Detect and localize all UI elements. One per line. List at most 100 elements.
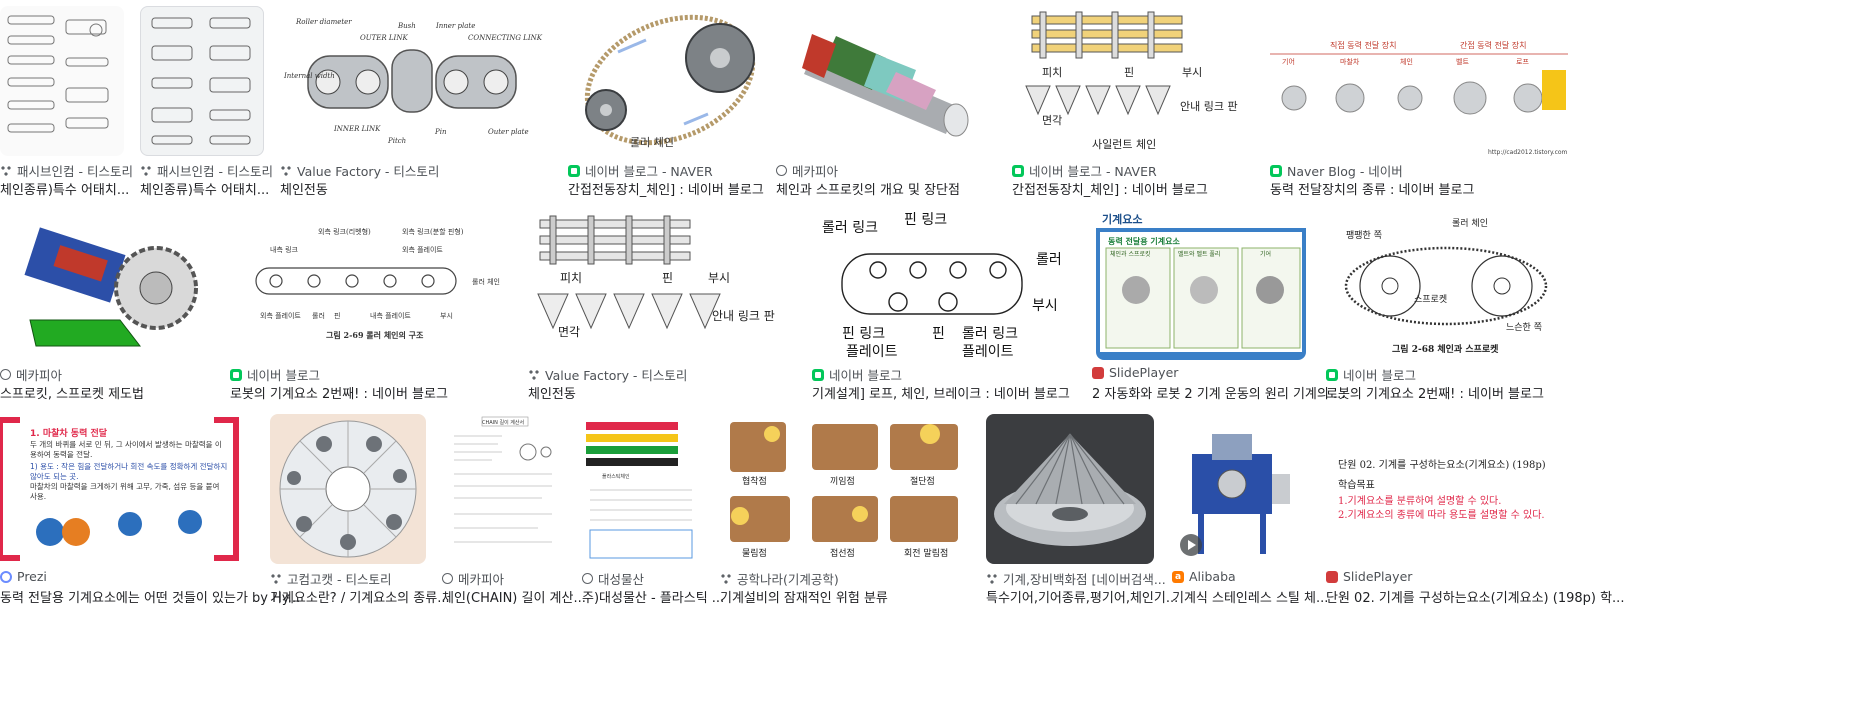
- result-card[interactable]: Roller diameter Bush Inner plate OUTER L…: [280, 6, 552, 198]
- result-card-selected[interactable]: 패시브인컴 - 티스토리 체인종류)특수 어태치...: [140, 6, 273, 198]
- result-card[interactable]: CHAIN 길이 계산서 메카피아 체인(CHAIN) 길이 계산...: [442, 414, 586, 606]
- result-thumbnail[interactable]: [0, 210, 214, 360]
- result-source[interactable]: 메카피아: [0, 365, 214, 384]
- result-thumbnail[interactable]: [0, 6, 124, 156]
- result-source[interactable]: 네이버 블로그: [230, 365, 512, 384]
- result-thumbnail[interactable]: Roller diameter Bush Inner plate OUTER L…: [280, 6, 552, 156]
- result-title[interactable]: 체인종류)특수 어태치...: [0, 183, 130, 198]
- result-source[interactable]: SlidePlayer: [1326, 569, 1568, 584]
- result-thumbnail[interactable]: [776, 6, 996, 156]
- result-source[interactable]: 기계,장비백화점 [네이버검색...: [986, 569, 1166, 588]
- result-title[interactable]: 주)대성물산 - 플라스틱 ...: [582, 591, 725, 606]
- result-title[interactable]: 동력 전달장치의 종류 : 네이버 블로그: [1270, 183, 1475, 198]
- result-thumbnail[interactable]: [270, 414, 426, 564]
- result-title[interactable]: 체인종류)특수 어태치...: [140, 183, 270, 198]
- result-source[interactable]: Naver Blog - 네이버: [1270, 161, 1568, 180]
- result-card[interactable]: 1. 마찰차 동력 전달 두 개의 바퀴를 서로 민 뒤, 그 사이에서 발생하…: [0, 414, 301, 606]
- result-card[interactable]: 단원 02. 기계를 구성하는요소(기계요소) (198p) 학습목표 1.기계…: [1326, 414, 1625, 606]
- result-title[interactable]: 기계설계] 로프, 체인, 브레이크 : 네이버 블로그: [812, 387, 1070, 402]
- result-title[interactable]: 로봇의 기계요소 2번째! : 네이버 블로그: [230, 387, 448, 402]
- result-thumbnail[interactable]: [1172, 414, 1308, 564]
- result-thumbnail[interactable]: 롤러 체인: [568, 6, 762, 156]
- result-source[interactable]: 패시브인컴 - 티스토리: [0, 161, 133, 180]
- result-title[interactable]: 단원 02. 기계를 구성하는요소(기계요소) (198p) 학...: [1326, 591, 1625, 606]
- result-card[interactable]: 메카피아 체인과 스프로킷의 개요 및 장단점: [776, 6, 996, 198]
- svg-text:플레이트: 플레이트: [846, 344, 898, 360]
- svg-text:단원 02. 기계를 구성하는요소(기계요소) (198p): 단원 02. 기계를 구성하는요소(기계요소) (198p): [1338, 458, 1546, 471]
- result-title[interactable]: 스프로킷, 스프로켓 제도법: [0, 387, 144, 402]
- result-title[interactable]: 기계설비의 잠재적인 위험 분류: [720, 591, 888, 606]
- svg-text:내측 링크: 내측 링크: [270, 245, 299, 254]
- result-source[interactable]: 고컴고캣 - 티스토리: [270, 569, 426, 588]
- result-title[interactable]: 2 자동화와 로봇 2 기계 운동의 원리 기계의 ...: [1092, 387, 1346, 402]
- result-title[interactable]: 기계요소란? / 기계요소의 종류...: [270, 591, 450, 606]
- result-title[interactable]: 기계식 스테인레스 스틸 체...: [1172, 591, 1329, 606]
- result-thumbnail[interactable]: [140, 6, 264, 156]
- result-title[interactable]: 체인(CHAIN) 길이 계산...: [442, 591, 586, 606]
- svg-text:부시: 부시: [440, 312, 453, 320]
- result-source[interactable]: 메카피아: [776, 161, 996, 180]
- result-card[interactable]: 패시브인컴 - 티스토리 체인종류)특수 어태치...: [0, 6, 133, 198]
- result-source[interactable]: 메카피아: [442, 569, 566, 588]
- result-title[interactable]: 간접전동장치_체인] : 네이버 블로그: [568, 183, 764, 198]
- svg-text:INNER LINK: INNER LINK: [333, 125, 381, 133]
- svg-text:기어: 기어: [1260, 250, 1271, 258]
- result-title[interactable]: 체인과 스프로킷의 개요 및 장단점: [776, 183, 960, 198]
- svg-text:롤러 체인: 롤러 체인: [630, 136, 674, 149]
- result-title[interactable]: 체인전동: [280, 183, 328, 198]
- result-source[interactable]: Value Factory - 티스토리: [528, 365, 796, 384]
- result-thumbnail[interactable]: 1. 마찰차 동력 전달 두 개의 바퀴를 서로 민 뒤, 그 사이에서 발생하…: [0, 414, 254, 564]
- play-icon[interactable]: [1180, 534, 1202, 556]
- svg-text:부시: 부시: [708, 271, 730, 285]
- result-card[interactable]: 롤러 체인 네이버 블로그 - NAVER 간접전동장치_체인] : 네이버 블…: [568, 6, 764, 198]
- result-title[interactable]: 특수기어,기어종류,평기어,체인기...: [986, 591, 1179, 606]
- result-card[interactable]: 기계,장비백화점 [네이버검색... 특수기어,기어종류,평기어,체인기...: [986, 414, 1179, 606]
- svg-text:접선점: 접선점: [830, 547, 855, 559]
- result-source[interactable]: 네이버 블로그: [812, 365, 1074, 384]
- result-source[interactable]: Alibaba: [1172, 569, 1308, 584]
- result-source[interactable]: 공학나라(기계공학): [720, 569, 968, 588]
- naver-icon: [568, 164, 580, 177]
- result-source[interactable]: 네이버 블로그: [1326, 365, 1568, 384]
- result-card[interactable]: 플라스틱체인 대성물산 주)대성물산 - 플라스틱 ...: [582, 414, 725, 606]
- result-source[interactable]: 패시브인컴 - 티스토리: [140, 161, 273, 180]
- tistory-icon: [140, 164, 152, 177]
- result-source[interactable]: 네이버 블로그 - NAVER: [568, 161, 762, 180]
- result-thumbnail[interactable]: 단원 02. 기계를 구성하는요소(기계요소) (198p) 학습목표 1.기계…: [1326, 414, 1568, 564]
- result-thumbnail[interactable]: 플라스틱체인: [582, 414, 704, 564]
- naver-icon: [230, 368, 242, 381]
- result-title[interactable]: 간접전동장치_체인] : 네이버 블로그: [1012, 183, 1208, 198]
- result-thumbnail[interactable]: CHAIN 길이 계산서: [442, 414, 566, 564]
- result-source[interactable]: Prezi: [0, 569, 254, 584]
- naver-icon: [1326, 368, 1338, 381]
- svg-text:벨트: 벨트: [1456, 58, 1469, 66]
- result-card[interactable]: 메카피아 스프로킷, 스프로켓 제도법: [0, 210, 214, 402]
- result-thumbnail[interactable]: [986, 414, 1154, 564]
- result-source[interactable]: 대성물산: [582, 569, 704, 588]
- result-source[interactable]: 네이버 블로그 - NAVER: [1012, 161, 1252, 180]
- svg-text:롤러 링크: 롤러 링크: [822, 220, 878, 236]
- result-source[interactable]: SlidePlayer: [1092, 365, 1310, 380]
- result-card[interactable]: 고컴고캣 - 티스토리 기계요소란? / 기계요소의 종류...: [270, 414, 450, 606]
- result-source[interactable]: Value Factory - 티스토리: [280, 161, 552, 180]
- result-title[interactable]: 체인전동: [528, 387, 576, 402]
- result-card[interactable]: Alibaba 기계식 스테인레스 스틸 체...: [1172, 414, 1329, 606]
- result-title[interactable]: 로봇의 기계요소 2번째! : 네이버 블로그: [1326, 387, 1544, 402]
- result-title[interactable]: 동력 전달용 기계요소에는 어떤 것들이 있는가 by Hy...: [0, 591, 301, 606]
